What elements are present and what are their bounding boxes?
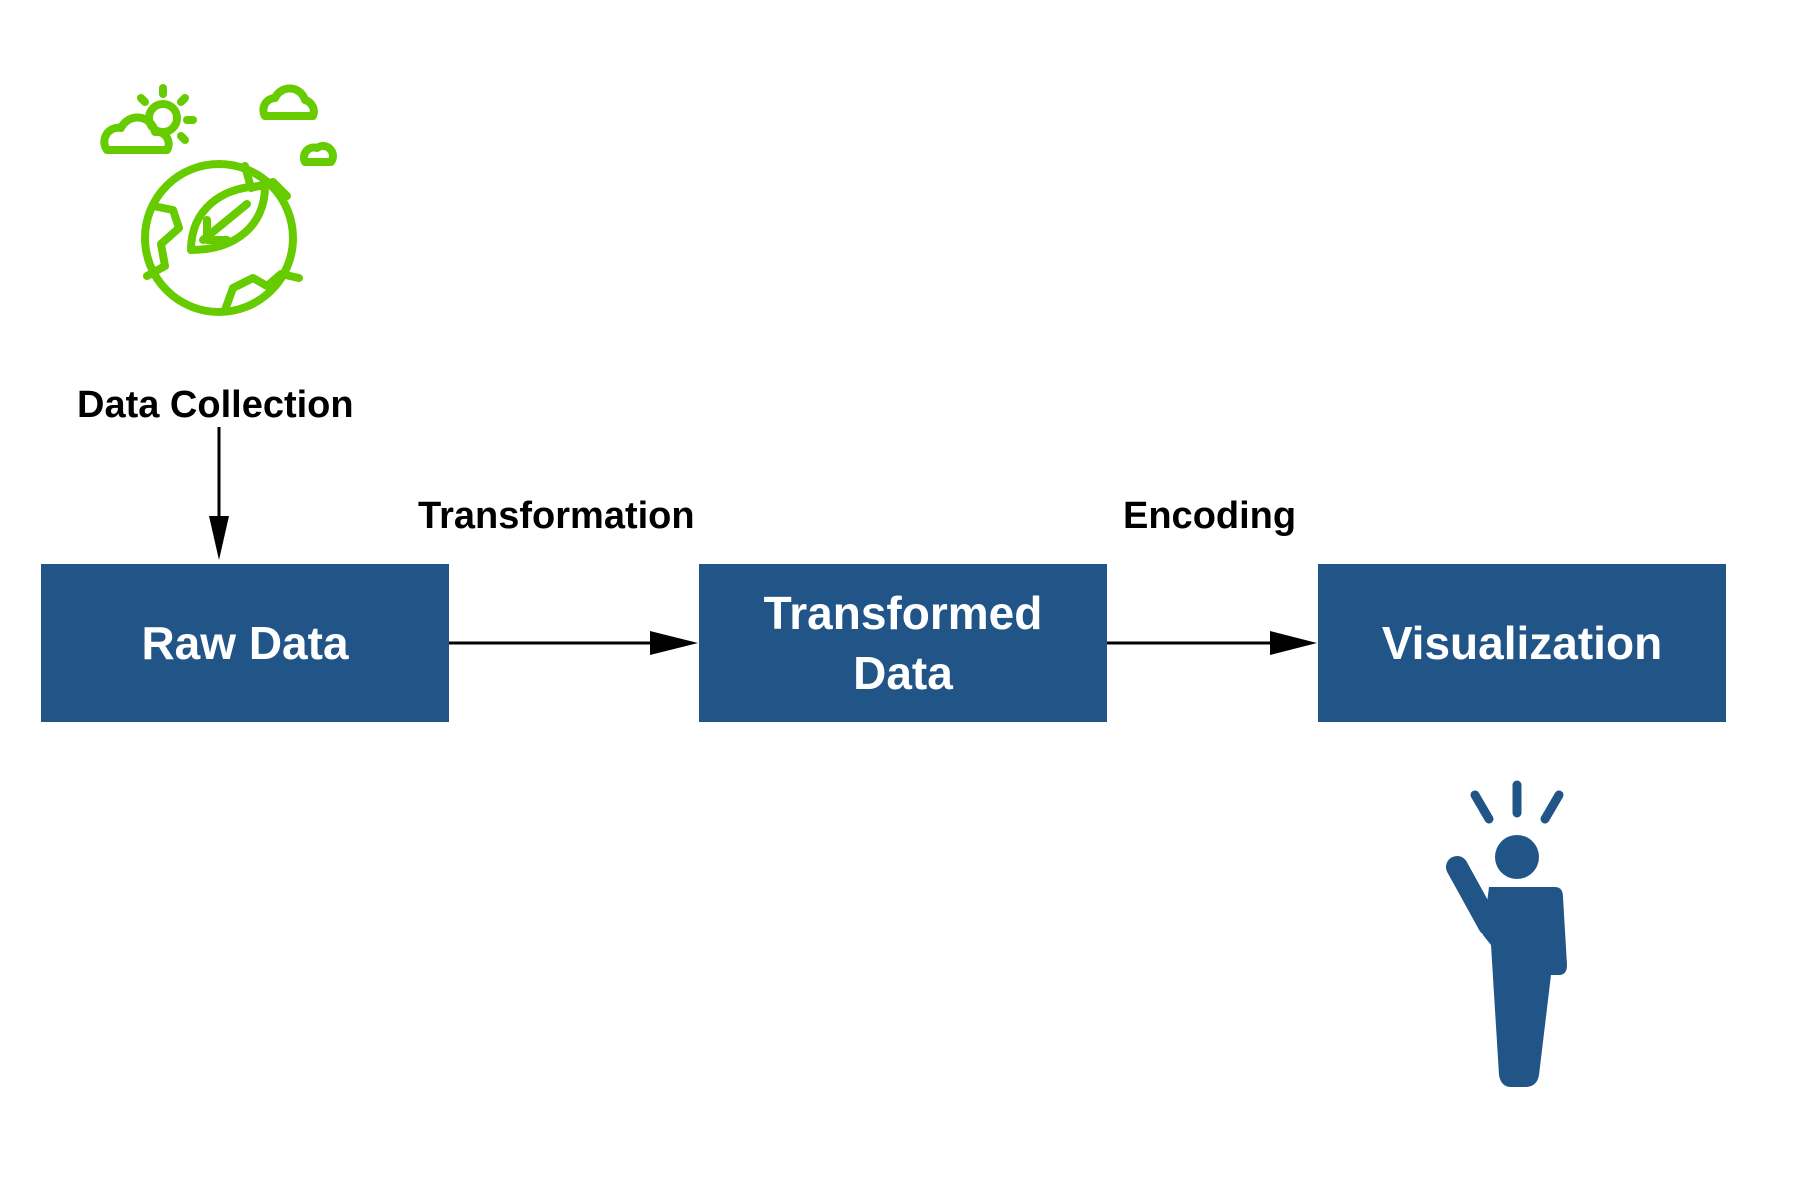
arrow-transformation [449,631,698,655]
node-raw-data: Raw Data [41,564,449,722]
node-visualization: Visualization [1318,564,1726,722]
edge-label-transformation: Transformation [418,495,695,537]
node-label-transformed-data: Transformed Data [763,587,1043,699]
arrow-collection [209,427,229,560]
arrow-encoding [1107,631,1317,655]
node-transformed-data: Transformed Data [699,564,1107,722]
earth-leaf-icon [100,84,337,316]
node-label-raw-data: Raw Data [141,617,349,669]
node-label-visualization: Visualization [1381,617,1663,669]
person-idea-icon [1446,780,1567,1087]
edge-label-data-collection: Data Collection [77,384,354,426]
edge-label-encoding: Encoding [1123,495,1297,537]
